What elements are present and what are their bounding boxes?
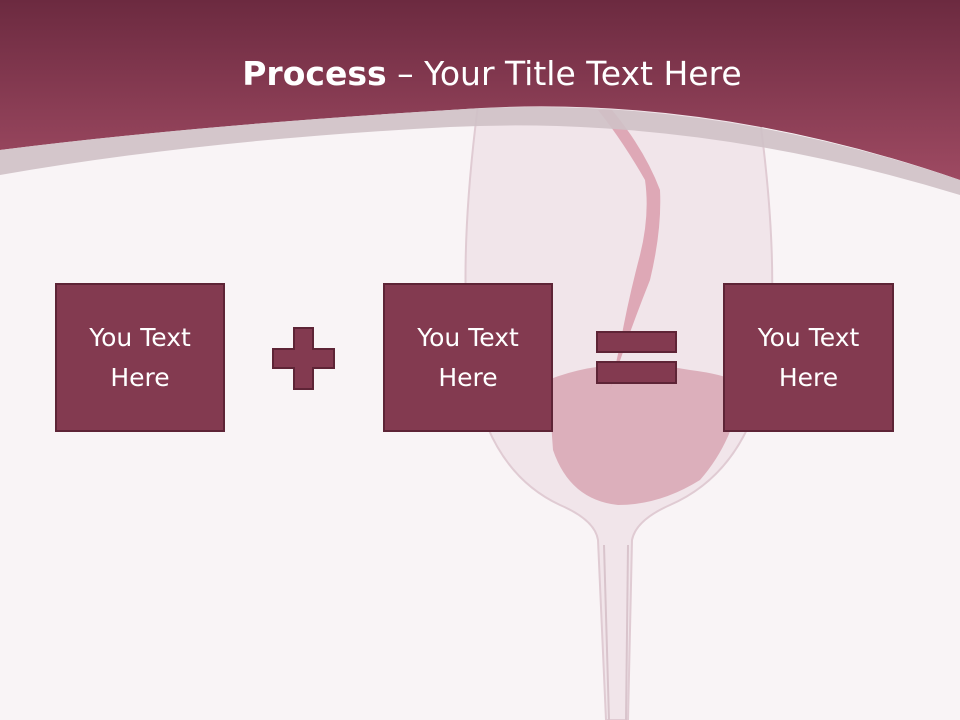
process-box-text: You Text Here — [758, 318, 860, 398]
process-box-line-1: You Text — [417, 322, 519, 352]
process-box-line-2: Here — [778, 362, 839, 392]
equals-icon — [596, 331, 677, 384]
process-box-line-2: Here — [110, 362, 170, 392]
header-swoosh — [0, 106, 960, 195]
plus-icon — [272, 327, 335, 390]
process-box-line-1: You Text — [757, 322, 860, 352]
header-band — [0, 0, 960, 180]
slide-title: Process – Your Title Text Here — [0, 52, 960, 96]
process-box-line-1: You Text — [89, 322, 191, 352]
process-box-1[interactable]: You Text Here — [55, 283, 225, 432]
process-box-line-2: Here — [438, 362, 498, 392]
slide-title-bold: Process — [242, 54, 387, 93]
slide-title-rest: – Your Title Text Here — [386, 54, 742, 93]
process-box-text: You Text Here — [89, 318, 191, 398]
process-box-2[interactable]: You Text Here — [383, 283, 553, 432]
process-box-text: You Text Here — [417, 318, 519, 398]
process-box-3[interactable]: You Text Here — [723, 283, 894, 432]
